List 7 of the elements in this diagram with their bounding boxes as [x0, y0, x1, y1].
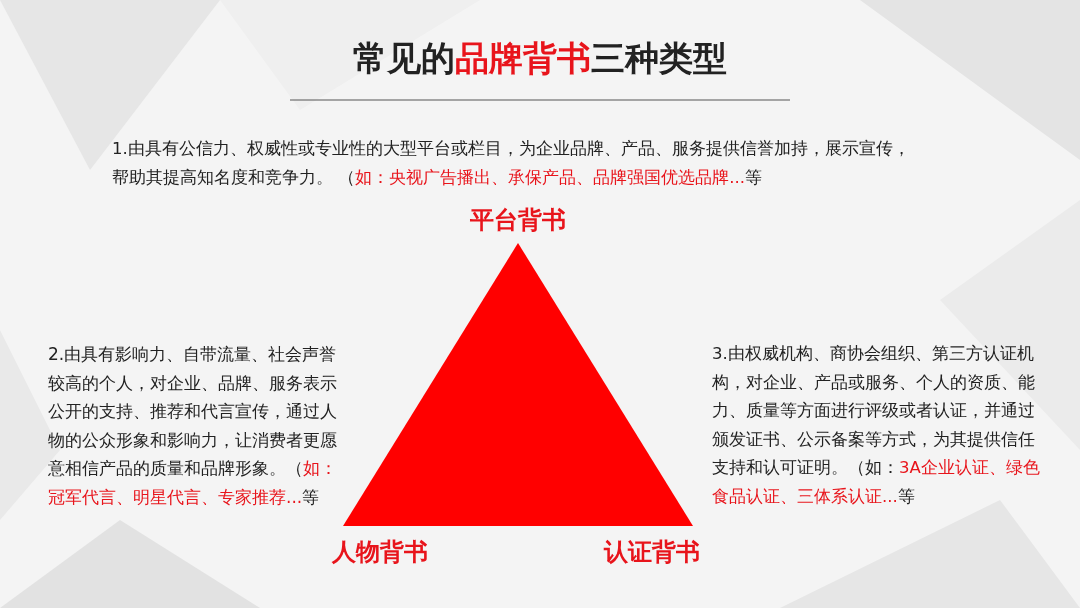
description-text: 2.由具有影响力、自带流量、社会声誉较高的个人，对企业、品牌、服务表示公开的支持、推荐和代言宣传，通过人物的公众形象和影响力，让消费者更愿意相信产品的质量和品牌形象。（如：冠军代言、明星代言、专家推荐...等: [48, 343, 338, 509]
description-text: 3.由权威机构、商协会组织、第三方认证机构，对企业、产品或服务、个人的资质、能力、质量等方面进行评级或者认证，并通过颁发证书、公示备案等方式，为其提供信任支持和认可证明。（如：3A企业认证、绿色食品认证、三体系认证...等: [712, 343, 1041, 508]
corner-label: 平台背书: [469, 205, 567, 235]
title: 常见的品牌背书三种类型: [352, 37, 728, 80]
corner-label: 人物背书: [331, 537, 429, 567]
corner-label: 认证背书: [602, 537, 701, 567]
description-text: 1.由具有公信力、权威性或专业性的大型平台或栏目，为企业品牌、产品、服务提供信誉加持，展示宣传，帮助其提高知名度和竞争力。 （如：央视广告播出、承保产品、品牌强国优选品牌...等: [112, 138, 911, 189]
